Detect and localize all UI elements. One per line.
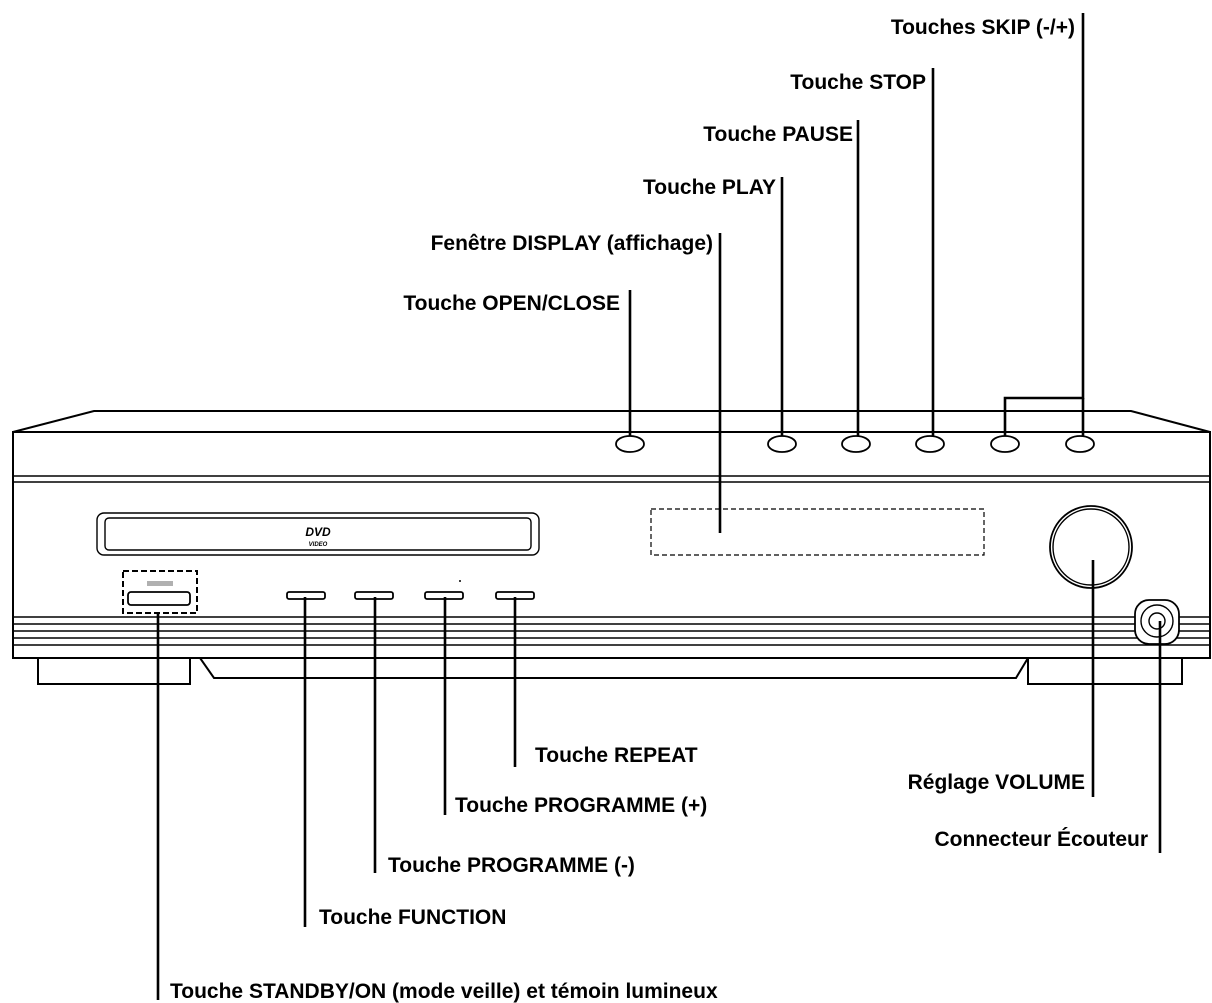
standby-button-group xyxy=(122,570,198,614)
label-repeat-button: Touche REPEAT xyxy=(535,744,698,767)
standby-indicator-light xyxy=(147,581,173,586)
skip-minus-button[interactable] xyxy=(990,435,1020,453)
label-volume-knob: Réglage VOLUME xyxy=(908,771,1085,794)
label-function-button: Touche FUNCTION xyxy=(319,906,506,929)
dvd-receiver-front-panel: DVD VIDEO xyxy=(12,410,1211,685)
label-stop-button: Touche STOP xyxy=(790,71,926,94)
label-skip-buttons: Touches SKIP (-/+) xyxy=(891,16,1075,39)
dvd-video-logo: VIDEO xyxy=(309,542,328,548)
callout-labels: Touches SKIP (-/+) Touche STOP Touche PA… xyxy=(170,16,1148,1003)
display-window xyxy=(650,508,985,556)
label-programme-plus-button: Touche PROGRAMME (+) xyxy=(455,794,707,817)
headphone-jack[interactable] xyxy=(1134,599,1180,645)
disc-tray: DVD VIDEO xyxy=(96,512,540,556)
play-button[interactable] xyxy=(767,435,797,453)
label-standby-button: Touche STANDBY/ON (mode veille) et témoi… xyxy=(170,980,718,1003)
standby-button[interactable] xyxy=(127,591,191,606)
label-headphone-jack: Connecteur Écouteur xyxy=(934,828,1148,851)
label-play-button: Touche PLAY xyxy=(643,176,776,199)
stop-button[interactable] xyxy=(915,435,945,453)
pause-button[interactable] xyxy=(841,435,871,453)
skip-plus-button[interactable] xyxy=(1065,435,1095,453)
label-display-window: Fenêtre DISPLAY (affichage) xyxy=(431,232,713,255)
label-programme-minus-button: Touche PROGRAMME (-) xyxy=(388,854,635,877)
open-close-button[interactable] xyxy=(615,435,645,453)
label-pause-button: Touche PAUSE xyxy=(703,123,853,146)
leader-lines xyxy=(156,13,1162,1000)
label-open-close-button: Touche OPEN/CLOSE xyxy=(403,292,620,315)
dvd-logo: DVD xyxy=(305,525,331,539)
volume-knob[interactable] xyxy=(1049,505,1133,589)
